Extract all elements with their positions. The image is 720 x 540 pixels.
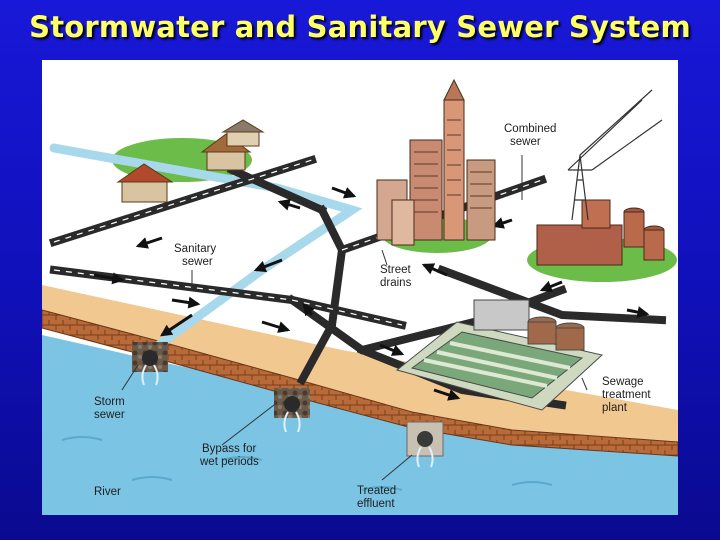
sanitary-sewer-label: Sanitary sewer [174, 243, 219, 268]
storm-sewer-pipe [49, 143, 363, 355]
power-transmission-tower [567, 89, 663, 221]
road-dashes [53, 159, 543, 326]
sandy-bank [42, 285, 678, 455]
combined-sewer-label: Combined sewer [504, 123, 560, 148]
treated-effluent-label: Treated effluent [357, 485, 399, 510]
residential-houses [116, 119, 265, 203]
flow-arrows [93, 186, 650, 401]
label-leader-lines [121, 155, 588, 481]
treated-effluent-outfall [406, 421, 444, 468]
sewer-system-illustration: Combined sewer Sanitary sewer Street dra… [42, 60, 678, 515]
river-water [42, 335, 678, 515]
sewage-treatment-plant [395, 299, 604, 411]
bypass-label: Bypass for wet periods [199, 443, 260, 468]
storm-sewer-label: Storm sewer [94, 396, 128, 421]
industrial-facility [536, 199, 665, 266]
slide-title: Stormwater and Sanitary Sewer System [29, 10, 691, 44]
storm-sewer-outfall [132, 342, 168, 386]
river-label: River [94, 486, 121, 498]
sewage-treatment-plant-label: Sewage treatment plant [602, 376, 654, 414]
city-buildings [376, 78, 496, 246]
bypass-outfall [274, 388, 310, 433]
street-drains-label: Street drains [380, 264, 414, 289]
river-ripples [61, 436, 553, 491]
